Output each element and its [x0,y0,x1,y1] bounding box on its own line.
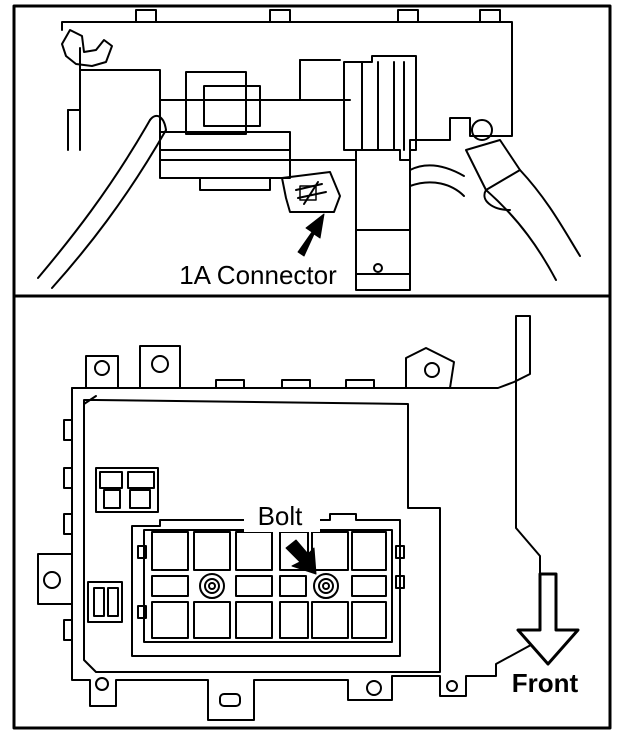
bolt-label: Bolt [258,501,304,531]
bolt-label-bg [244,498,320,532]
front-direction-arrow-icon [516,572,580,666]
junction-box-illustration [37,315,541,721]
front-label: Front [512,668,579,698]
connector-label: 1A Connector [179,260,337,290]
connector-arrow-icon [297,213,325,257]
top-panel-illustration [37,9,581,291]
bolt-arrow-icon [285,539,317,575]
diagram-frame [12,4,612,730]
